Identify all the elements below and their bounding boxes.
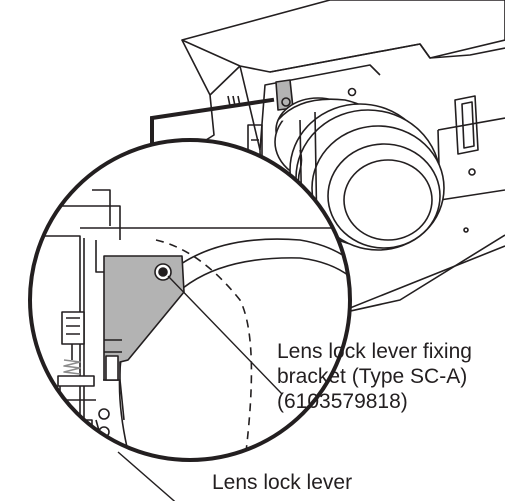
bracket-callout-line2: bracket (Type SC-A): [277, 365, 468, 388]
bracket-leader-line: [167, 275, 283, 395]
lever-leader-line: [117, 451, 176, 501]
lever-callout-line1: Lens lock lever: [212, 471, 353, 494]
lever-callout-label: Lens lock lever: [212, 470, 352, 495]
leader-lines: [117, 275, 283, 501]
magnified-detail: [28, 138, 352, 462]
bracket-callout-line1: Lens lock lever fixing: [277, 340, 472, 363]
detail-pointer-line: [150, 97, 275, 145]
bracket-callout-part-number: (6103579818): [277, 390, 408, 413]
lens-barrel: [274, 97, 445, 251]
bracket-callout-label: Lens lock lever fixing bracket (Type SC-…: [277, 339, 472, 414]
